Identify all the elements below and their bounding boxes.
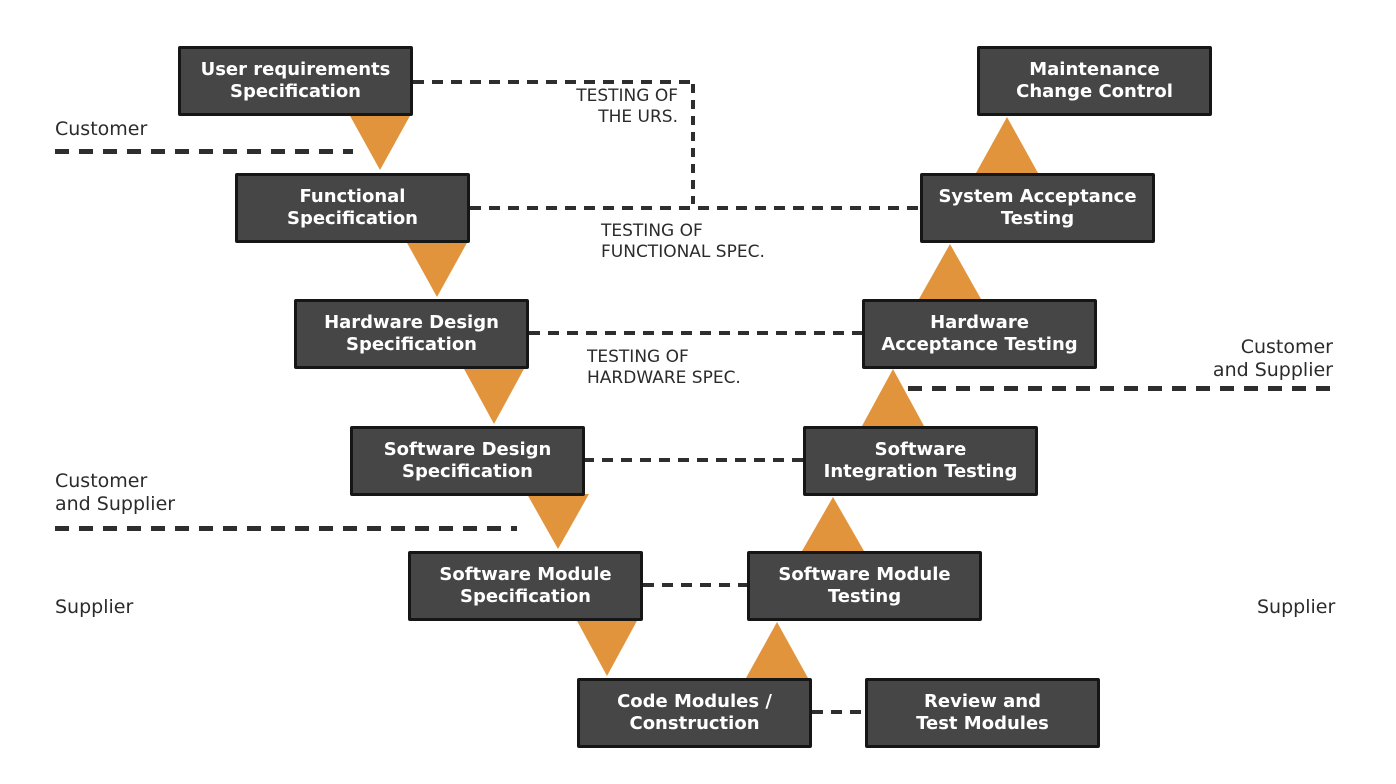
box-code-modules-construction: Code Modules / Construction [577, 678, 812, 748]
box-hardware-design-specification: Hardware Design Specification [294, 299, 529, 369]
box-label-line: Test Modules [916, 713, 1049, 734]
box-hardware-acceptance-testing: Hardware Acceptance Testing [862, 299, 1097, 369]
zone-label-line: and Supplier [55, 493, 176, 515]
zone-label-line: Customer [1240, 336, 1333, 358]
connector-label-line: HARDWARE SPEC. [587, 368, 741, 388]
connector-label-testing-of-hardware-spec: TESTING OF HARDWARE SPEC. [587, 347, 741, 389]
box-label-line: Acceptance Testing [881, 334, 1078, 355]
box-label-line: Review and [924, 691, 1041, 713]
connector-functional-to-system-acceptance [470, 206, 920, 210]
box-label-line: Functional [299, 186, 406, 208]
box-label-line: Testing [827, 586, 902, 607]
up-arrow-icon [976, 117, 1038, 173]
box-system-acceptance-testing: System Acceptance Testing [920, 173, 1155, 243]
box-review-and-test-modules: Review and Test Modules [865, 678, 1100, 748]
up-arrow-icon [919, 244, 981, 299]
box-label-line: Maintenance [1029, 59, 1160, 81]
box-label-line: Software Design [383, 439, 552, 461]
connector-software-module-spec-to-testing [643, 583, 747, 587]
box-label-line: System Acceptance [938, 186, 1137, 208]
zone-label-customer-and-supplier-left: Customer and Supplier [55, 470, 175, 516]
zone-divider-customer-supplier-right [908, 386, 1335, 391]
box-label-line: Change Control [1016, 81, 1173, 102]
zone-label-customer-left: Customer [55, 118, 148, 140]
connector-label-line: TESTING OF [587, 347, 689, 367]
box-label-line: Specification [229, 81, 361, 102]
box-label-line: Code Modules / [617, 691, 772, 713]
connector-label-line: FUNCTIONAL SPEC. [601, 242, 765, 262]
box-label-line: Testing [1000, 208, 1075, 229]
box-label-line: Software Module [778, 564, 951, 586]
zone-divider-customer-supplier-left [55, 526, 517, 531]
box-software-module-specification: Software Module Specification [408, 551, 643, 621]
box-label-line: Software [874, 439, 967, 461]
box-user-requirements-specification: User requirements Specification [178, 46, 413, 116]
down-arrow-icon [576, 619, 638, 676]
box-functional-specification: Functional Specification [235, 173, 470, 243]
down-arrow-icon [463, 367, 525, 424]
zone-label-supplier-right: Supplier [1257, 596, 1336, 618]
connector-software-design-to-software-integration [583, 458, 803, 462]
zone-divider-customer-left [55, 149, 353, 154]
box-software-design-specification: Software Design Specification [350, 426, 585, 496]
zone-label-customer-and-supplier-right: Customer and Supplier [1173, 336, 1333, 382]
box-label-line: Hardware Design [324, 312, 499, 334]
connector-hardware-design-to-hardware-acceptance [529, 331, 862, 335]
box-label-line: User requirements [200, 59, 391, 81]
connector-code-modules-to-review [812, 710, 865, 714]
connector-label-line: TESTING OF [601, 221, 703, 241]
box-software-module-testing: Software Module Testing [747, 551, 982, 621]
connector-label-testing-of-functional-spec: TESTING OF FUNCTIONAL SPEC. [601, 221, 765, 263]
box-label-line: Software Module [439, 564, 612, 586]
box-label-line: Integration Testing [823, 461, 1018, 482]
box-label-line: Specification [459, 586, 591, 607]
box-software-integration-testing: Software Integration Testing [803, 426, 1038, 496]
connector-label-line: TESTING OF [576, 86, 678, 106]
up-arrow-icon [802, 497, 864, 551]
box-maintenance-change-control: Maintenance Change Control [977, 46, 1212, 116]
down-arrow-icon [527, 494, 589, 549]
box-label-line: Construction [629, 713, 760, 734]
zone-label-line: Customer [55, 470, 148, 492]
connector-urs-vertical [691, 84, 695, 204]
connector-label-testing-of-urs: TESTING OF THE URS. [498, 86, 678, 128]
up-arrow-icon [746, 622, 808, 678]
down-arrow-icon [406, 241, 468, 297]
up-arrow-icon [862, 369, 924, 426]
box-label-line: Specification [345, 334, 477, 355]
zone-label-supplier-left: Supplier [55, 596, 134, 618]
box-label-line: Hardware [930, 312, 1029, 334]
box-label-line: Specification [401, 461, 533, 482]
box-label-line: Specification [286, 208, 418, 229]
connector-label-line: THE URS. [598, 107, 678, 127]
connector-urs-horizontal [413, 80, 693, 84]
zone-label-line: and Supplier [1212, 359, 1333, 381]
down-arrow-icon [349, 114, 411, 170]
